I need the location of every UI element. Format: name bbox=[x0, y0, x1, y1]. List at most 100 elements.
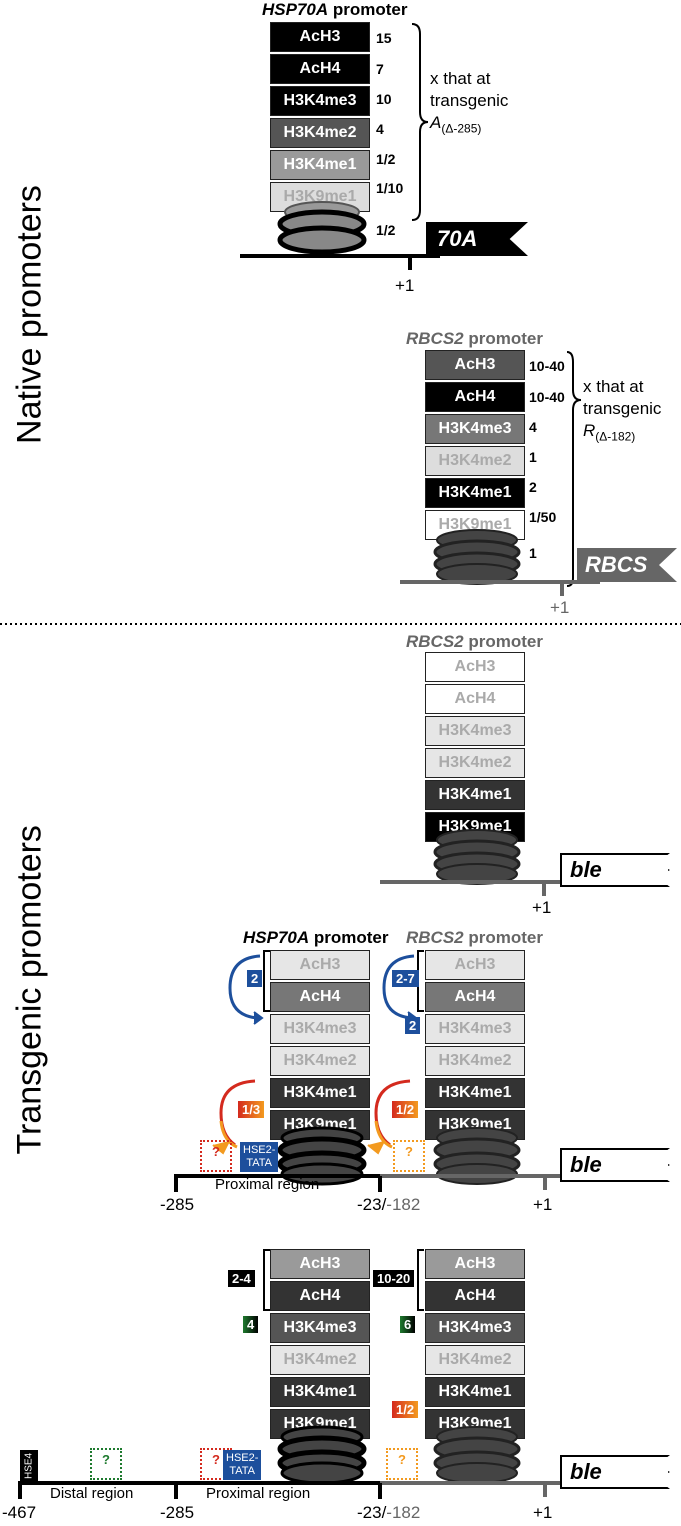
value-acH3: 15 bbox=[376, 30, 392, 46]
mark-h3k4me3: H3K4me3 bbox=[425, 1313, 525, 1343]
mark-acH4: AcH4 bbox=[425, 1281, 525, 1311]
nucleosome bbox=[277, 1425, 367, 1485]
bracket bbox=[263, 950, 270, 1012]
mark-h3k4me3: H3K4me3 bbox=[425, 716, 525, 746]
value-acH4: 7 bbox=[376, 61, 384, 77]
value-h3k9me1: 1/10 bbox=[376, 180, 404, 196]
tss-label: +1 bbox=[533, 1195, 553, 1214]
gene-flag-ble: ble bbox=[560, 1148, 670, 1182]
mark-h3k4me3: H3K4me3 bbox=[425, 1014, 525, 1044]
rbcs-k4me3-badge: 2 bbox=[405, 1017, 421, 1034]
mark-acH4: AcH4 bbox=[425, 382, 525, 412]
methylation-cycle-arrow bbox=[367, 1079, 411, 1155]
native-hsp70a-mark-stack: AcH3 AcH4 H3K4me3 H3K4me2 H3K4me1 H3K9me… bbox=[270, 22, 370, 214]
tss-label: +1 bbox=[550, 598, 570, 617]
coord-junction: -23/-182 bbox=[357, 1503, 421, 1522]
hse4-element: HSE4 bbox=[20, 1450, 38, 1482]
bracket bbox=[263, 1249, 270, 1311]
acetylation-cycle-arrow bbox=[382, 954, 418, 1025]
mark-h3k4me3: H3K4me3 bbox=[270, 86, 370, 116]
tg-fusion-hsp-stack: AcH3 AcH4 H3K4me3 H3K4me2 H3K4me1 H3K9me… bbox=[270, 950, 370, 1142]
hsp-k9-badge: 1/3 bbox=[238, 1101, 265, 1118]
mark-acH3: AcH3 bbox=[425, 950, 525, 980]
value-h3k4me3: 10 bbox=[376, 91, 392, 107]
nucleosome bbox=[433, 529, 521, 585]
tss-label: +1 bbox=[395, 276, 415, 295]
tg-long-rbcs-stack: AcH3 AcH4 H3K4me3 H3K4me2 H3K4me1 H3K9me… bbox=[425, 1249, 525, 1441]
value-acH3: 10-40 bbox=[529, 358, 565, 374]
rbcs-acetyl-badge: 10-20 bbox=[373, 1270, 415, 1287]
mark-h3k4me2: H3K4me2 bbox=[425, 1046, 525, 1076]
mark-acH3: AcH3 bbox=[425, 1249, 525, 1279]
value-nucleosome: 1 bbox=[529, 545, 537, 561]
mark-h3k4me2: H3K4me2 bbox=[425, 446, 525, 476]
mark-h3k4me2: H3K4me2 bbox=[270, 118, 370, 148]
value-acH4: 10-40 bbox=[529, 389, 565, 405]
mark-h3k4me1: H3K4me1 bbox=[425, 1078, 525, 1108]
rbcs-acetyl-badge: 2-7 bbox=[392, 970, 419, 987]
proximal-region-label: Proximal region bbox=[215, 1176, 320, 1193]
dna-line bbox=[240, 254, 440, 270]
rbcs-k4me3-badge: 6 bbox=[400, 1316, 416, 1333]
native-hsp70a-note: x that at transgenic A(Δ-285) bbox=[430, 69, 509, 136]
nucleosome bbox=[277, 201, 367, 255]
mark-acH3: AcH3 bbox=[425, 350, 525, 380]
native-rbcs2-title: RBCS2 promoter bbox=[406, 329, 543, 348]
dna-line bbox=[400, 580, 600, 596]
gene-flag-70A: 70A bbox=[426, 222, 528, 256]
hsp-acetyl-badge: 2-4 bbox=[228, 1270, 255, 1287]
gene-flag-RBCS: RBCS bbox=[577, 548, 677, 582]
native-rbcs2-note: x that at transgenic R(Δ-182) bbox=[583, 377, 662, 444]
methylation-cycle-arrow bbox=[212, 1079, 256, 1155]
value-h3k4me2: 4 bbox=[376, 121, 384, 137]
section-divider bbox=[0, 623, 681, 625]
coord-minus-285: -285 bbox=[160, 1195, 195, 1214]
dna-line bbox=[18, 1481, 594, 1499]
value-h3k4me2: 1 bbox=[529, 449, 537, 465]
coord-junction: -23/-182 bbox=[357, 1195, 421, 1214]
mark-h3k4me1: H3K4me1 bbox=[425, 780, 525, 810]
mark-acH3: AcH3 bbox=[270, 22, 370, 52]
rbcs-k9-badge: 1/2 bbox=[392, 1101, 419, 1118]
mark-acH4: AcH4 bbox=[270, 1281, 370, 1311]
native-hsp70a-title: HSP70A promoter bbox=[262, 0, 408, 19]
mark-h3k4me2: H3K4me2 bbox=[425, 748, 525, 778]
mark-acH4: AcH4 bbox=[425, 684, 525, 714]
nucleosome bbox=[433, 1426, 521, 1484]
distal-region-label: Distal region bbox=[50, 1485, 134, 1502]
hsp-k4me3-badge: 4 bbox=[243, 1316, 259, 1333]
value-h3k4me3: 4 bbox=[529, 419, 537, 435]
tg-rbcs2-mark-stack: AcH3 AcH4 H3K4me3 H3K4me2 H3K4me1 H3K9me… bbox=[425, 652, 525, 844]
gene-flag-ble: ble bbox=[560, 1455, 670, 1489]
mark-h3k4me3: H3K4me3 bbox=[270, 1014, 370, 1044]
dna-line bbox=[174, 1174, 592, 1192]
unknown-factor-box: ? bbox=[393, 1140, 425, 1172]
value-h3k9me1: 1/50 bbox=[529, 509, 557, 525]
unknown-factor-box: ? bbox=[90, 1448, 122, 1480]
gene-flag-ble: ble bbox=[560, 853, 670, 887]
tg-fusion-rbcs-stack: AcH3 AcH4 H3K4me3 H3K4me2 H3K4me1 H3K9me… bbox=[425, 950, 525, 1142]
value-h3k4me1: 2 bbox=[529, 479, 537, 495]
mark-acH3: AcH3 bbox=[425, 652, 525, 682]
rbcs-k9-badge: 1/2 bbox=[392, 1401, 419, 1418]
tg-rbcs2-title: RBCS2 promoter bbox=[406, 632, 543, 651]
mark-h3k4me1: H3K4me1 bbox=[270, 1377, 370, 1407]
mark-h3k4me1: H3K4me1 bbox=[425, 1377, 525, 1407]
proximal-region-label: Proximal region bbox=[206, 1485, 311, 1502]
nucleosome bbox=[433, 829, 521, 885]
mark-acH3: AcH3 bbox=[270, 950, 370, 980]
unknown-factor-box: ? bbox=[200, 1140, 232, 1172]
mark-acH4: AcH4 bbox=[425, 982, 525, 1012]
nucleosome bbox=[433, 1127, 521, 1185]
mark-acH3: AcH3 bbox=[270, 1249, 370, 1279]
mark-h3k4me2: H3K4me2 bbox=[270, 1046, 370, 1076]
coord-minus-285: -285 bbox=[160, 1503, 195, 1522]
value-h3k4me1: 1/2 bbox=[376, 151, 396, 167]
mark-h3k4me1: H3K4me1 bbox=[425, 478, 525, 508]
mark-h3k4me1: H3K4me1 bbox=[270, 150, 370, 180]
tg-fusion-hsp70a-title: HSP70A promoter bbox=[243, 928, 389, 947]
transgenic-promoters-label: Transgenic promoters bbox=[10, 825, 49, 1155]
tss-label: +1 bbox=[532, 898, 552, 917]
coord-minus-467: -467 bbox=[2, 1503, 37, 1522]
native-promoters-label: Native promoters bbox=[10, 185, 49, 444]
